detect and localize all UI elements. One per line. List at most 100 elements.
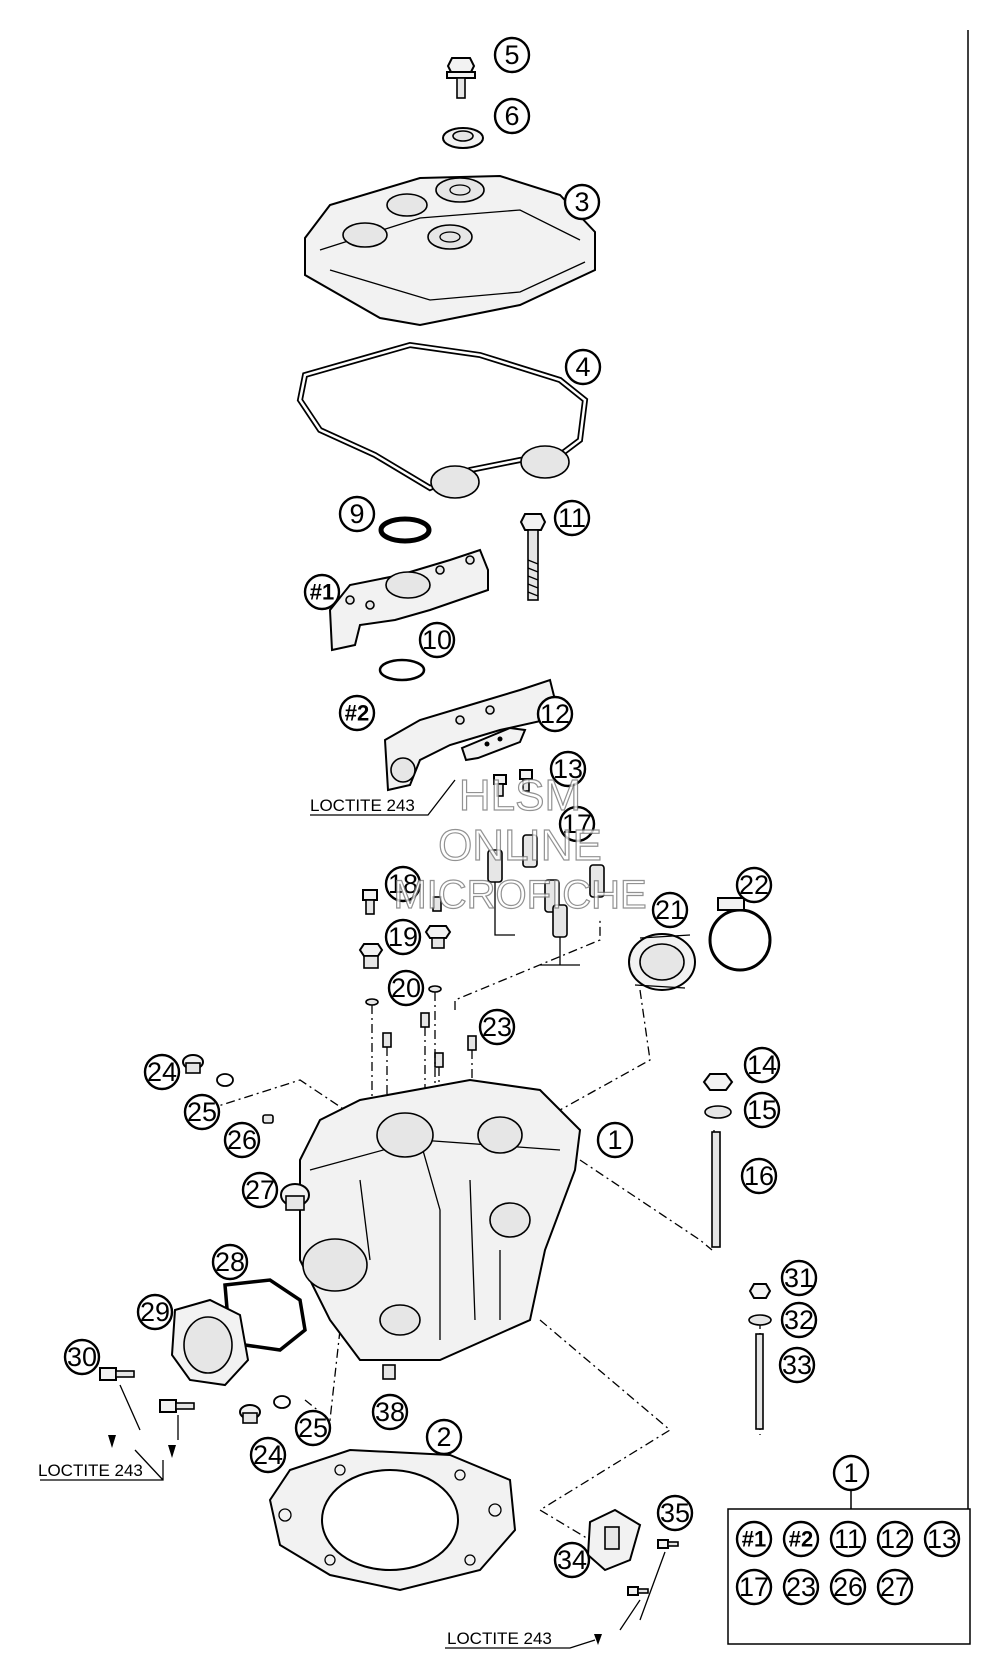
svg-text:32: 32	[784, 1305, 814, 1335]
svg-text:12: 12	[540, 699, 570, 729]
svg-text:#1: #1	[310, 580, 334, 605]
callout-2: 2	[425, 1418, 463, 1456]
kit-item-13: 13	[923, 1520, 961, 1558]
svg-text:1: 1	[843, 1458, 858, 1488]
svg-text:3: 3	[574, 187, 589, 217]
part-bolt-5	[446, 57, 476, 99]
callout-33: 33	[778, 1346, 816, 1384]
svg-text:23: 23	[786, 1572, 816, 1602]
svg-text:27: 27	[245, 1175, 275, 1205]
svg-text:12: 12	[880, 1524, 910, 1554]
watermark-line-2: ONLINE	[438, 821, 602, 870]
part-valve-cover-3	[304, 174, 596, 327]
callout-13: 13	[549, 750, 587, 788]
svg-text:22: 22	[739, 870, 769, 900]
callout-25-bottom: 25	[294, 1409, 332, 1447]
part-bolt-11	[519, 513, 547, 601]
part-plug-24-bottom	[239, 1404, 261, 1424]
part-clamp-22	[708, 897, 772, 972]
part-nut-31	[748, 1283, 772, 1299]
kit-item-12: 12	[876, 1520, 914, 1558]
part-screws-13	[493, 769, 533, 797]
svg-text:24: 24	[147, 1057, 177, 1087]
callout-29: 29	[136, 1293, 174, 1331]
callout-20: 20	[387, 969, 425, 1007]
part-plug-24-top	[182, 1054, 204, 1074]
part-oring-25-top	[216, 1073, 234, 1087]
svg-text:33: 33	[782, 1350, 812, 1380]
callout-23: 23	[478, 1008, 516, 1046]
part-head-gasket-2	[268, 1448, 517, 1592]
loctite-label-left: LOCTITE 243	[38, 1461, 143, 1480]
svg-text:21: 21	[655, 895, 685, 925]
kit-item-17: 17	[735, 1568, 773, 1606]
svg-text:35: 35	[660, 1498, 690, 1528]
part-dowels-17	[487, 834, 605, 966]
part-intake-flange-29	[170, 1298, 250, 1387]
callout-28: 28	[211, 1243, 249, 1281]
part-screws-35	[594, 1539, 679, 1645]
callout-21: 21	[651, 891, 689, 929]
part-bearing-bridge-2	[383, 678, 557, 792]
loctite-label-bottom: LOCTITE 243	[447, 1629, 552, 1648]
part-bearing-bridge-1	[328, 548, 489, 652]
part-screw-18	[362, 889, 442, 915]
callout-4: 4	[564, 348, 602, 386]
svg-text:34: 34	[557, 1545, 587, 1575]
part-stud-33	[755, 1333, 764, 1430]
svg-text:#1: #1	[742, 1527, 766, 1552]
kit-item-27: 27	[876, 1568, 914, 1606]
part-washer-15	[704, 1105, 732, 1119]
svg-text:13: 13	[927, 1524, 957, 1554]
svg-text:19: 19	[388, 922, 418, 952]
callout-1-main: 1	[596, 1121, 634, 1159]
part-washer-32	[748, 1314, 772, 1326]
svg-text:23: 23	[482, 1012, 512, 1042]
part-plate-12	[460, 726, 527, 762]
watermark-line-3: MICROFICHE	[393, 873, 646, 917]
svg-text:25: 25	[187, 1097, 217, 1127]
callout-35: 35	[656, 1494, 694, 1532]
callout-15: 15	[743, 1091, 781, 1129]
svg-text:14: 14	[747, 1050, 777, 1080]
svg-text:5: 5	[504, 40, 519, 70]
callout-16: 16	[740, 1157, 778, 1195]
callout-30: 30	[63, 1338, 101, 1376]
callout-hash2: #2	[338, 694, 376, 732]
callout-17: 17	[558, 805, 596, 843]
callout-11: 11	[553, 499, 591, 537]
callout-18: 18	[384, 865, 422, 903]
part-plugs-19	[358, 925, 452, 969]
svg-text:38: 38	[375, 1397, 405, 1427]
svg-text:28: 28	[215, 1247, 245, 1277]
watermark-line-1: HLSM	[459, 771, 581, 820]
part-oring-10	[378, 658, 426, 682]
kit-item-hash1: #1	[735, 1520, 773, 1558]
part-stud-16	[711, 1131, 721, 1248]
part-gasket-4	[296, 341, 589, 499]
callout-31: 31	[780, 1259, 818, 1297]
svg-text:1: 1	[607, 1125, 622, 1155]
svg-text:26: 26	[833, 1572, 863, 1602]
svg-text:2: 2	[436, 1422, 451, 1452]
svg-text:9: 9	[349, 499, 364, 529]
svg-text:#2: #2	[789, 1527, 813, 1552]
callout-25-top: 25	[183, 1093, 221, 1131]
kit-item-hash2: #2	[782, 1520, 820, 1558]
callout-5: 5	[493, 36, 531, 74]
svg-text:24: 24	[253, 1440, 283, 1470]
part-cylinder-head-1	[299, 1078, 582, 1361]
part-intake-rubber-21	[628, 933, 696, 991]
svg-text:26: 26	[227, 1125, 257, 1155]
callout-6: 6	[493, 97, 531, 135]
svg-text:17: 17	[739, 1572, 769, 1602]
part-plug-27	[280, 1183, 310, 1211]
callout-9: 9	[338, 495, 376, 533]
svg-text:30: 30	[67, 1342, 97, 1372]
part-plate-34	[586, 1508, 642, 1572]
part-washers-20	[365, 985, 442, 1006]
svg-text:16: 16	[744, 1161, 774, 1191]
kit-contents-box: 1 #1 #2 11 12 13 17 23 26 27	[727, 1454, 971, 1645]
callout-22: 22	[735, 866, 773, 904]
